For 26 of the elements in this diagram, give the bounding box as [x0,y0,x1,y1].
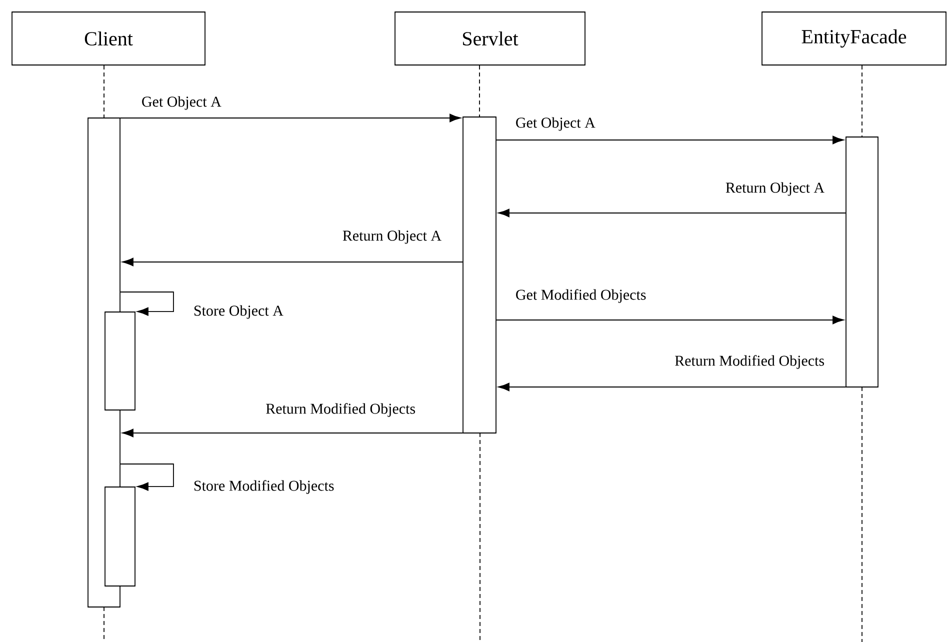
activation-bar [846,136,878,388]
message-arrow [120,464,174,491]
edge-label: Get Object A [514,116,596,132]
activation-bar [104,486,136,586]
edge-label: Store Object A [192,304,284,320]
edge-label: Return Object A [724,181,826,197]
activation-bar [104,312,136,410]
message-arrow [498,382,846,392]
message-arrow [120,292,174,316]
message-arrow [122,428,463,438]
lifeline [479,65,480,117]
message-arrow [120,114,461,122]
edge-label: Return Object A [341,229,443,245]
activation-bar [462,116,496,434]
message-arrow [122,258,463,266]
edge-label: Return Modified Objects [264,402,417,418]
lifeline-header: Client [12,12,206,66]
lifeline-header: EntityFacade [762,12,946,66]
edge-label: Get Object A [140,95,222,111]
lifeline-header: Servlet [394,12,586,66]
message-arrow [498,208,846,218]
message-arrow [496,316,844,324]
edge-label: Store Modified Objects [192,479,336,495]
edge-label: Get Modified Objects [514,288,648,304]
edge-label: Return Modified Objects [674,354,826,370]
message-arrow [496,136,844,144]
